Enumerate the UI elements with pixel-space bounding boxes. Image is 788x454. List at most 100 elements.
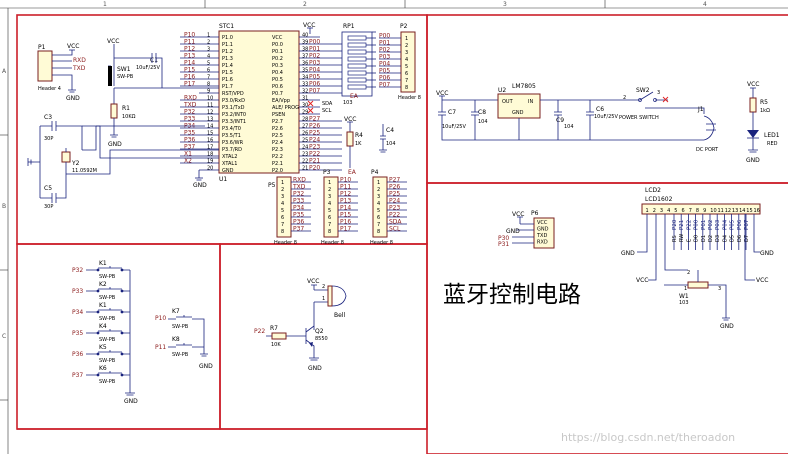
header-pin-net: P36	[293, 219, 304, 226]
lcd-gnd-right: GND	[760, 250, 774, 257]
header-pin-net: P37	[293, 226, 304, 233]
crystal-circuit: C3 30P C5 30P Y2 11.0592M	[27, 114, 219, 210]
header-pin-net: P14	[340, 205, 351, 212]
mcu-pin-number: 16	[207, 138, 213, 144]
lcd-pin-name: D3	[715, 235, 721, 242]
header-pin-net: P22	[389, 212, 400, 219]
led-gnd: GND	[746, 157, 760, 164]
header-pin-number: 7	[405, 78, 408, 84]
header-pin-number: 6	[281, 215, 284, 221]
mcu-scl-net: SCL	[322, 108, 332, 114]
lcd-pin-name: D1	[701, 235, 707, 242]
mcu-pin-name: P0.6	[272, 84, 283, 90]
mcu-pin-number: 2	[207, 40, 210, 46]
lcd-pin-name: D6	[737, 235, 743, 242]
p6-pin-name: GND	[537, 227, 549, 233]
key-type: SW-PB	[99, 295, 116, 301]
u2-gnd: GND	[512, 110, 524, 116]
lcd-pin-number: 1	[646, 208, 649, 214]
lcd-pin-name: D2	[708, 235, 714, 242]
p5-type: Header 8	[274, 240, 297, 246]
ea-circuit: EA VCC R4 1K EA C4 104	[344, 93, 396, 176]
mcu-pin-name: P0.3	[272, 63, 283, 69]
page-title: 蓝牙控制电路	[443, 282, 581, 308]
mcu-pin-number: 14	[207, 124, 213, 130]
lcd-pin-number: 11	[718, 208, 724, 214]
p2-body	[400, 31, 416, 93]
header-pin-net: P10	[340, 177, 351, 184]
lcd-pin-name: RW	[679, 234, 685, 242]
buzzer-circuit: VCC 2 1 Bell P22 R7 10K Q2 8550 GND	[254, 278, 347, 372]
p5-body	[276, 176, 292, 238]
mcu-pin-number: 12	[207, 110, 213, 116]
mcu-pin-name: P2.7	[272, 119, 283, 125]
lcd-pin-number: 10	[710, 208, 716, 214]
lcd-pin-net: P06	[737, 219, 743, 230]
mcu-pin-number: 10	[207, 96, 213, 102]
mcu-gnd-label: GND	[193, 182, 207, 189]
reset-circuit: VCC SW1 SW-PB C1 10uF/25V R1 10KΩ GND	[107, 38, 219, 148]
header-pin-number: 5	[405, 64, 408, 70]
mcu-pin-number: 17	[207, 145, 213, 151]
lcd-pin-net: P05	[730, 219, 736, 230]
mcu-pin-number: 26	[302, 131, 308, 137]
header-pin-net: P02	[379, 47, 390, 54]
mcu-name: STC1	[219, 23, 234, 30]
sw2-pin2: 2	[623, 95, 626, 101]
mcu-pin-name: XTAL1	[222, 161, 237, 167]
key-type: SW-PB	[99, 316, 116, 322]
r4-vcc: VCC	[344, 116, 356, 123]
mcu-pin-net: RXD	[184, 95, 197, 102]
header-pin-net: P32	[293, 191, 304, 198]
lcd-vcc-right: VCC	[756, 277, 768, 284]
header-pin-number: 5	[281, 208, 284, 214]
mcu-pin-number: 37	[302, 54, 308, 60]
k8-ref: K8	[172, 336, 180, 343]
header-pin-number: 2	[405, 43, 408, 49]
lcd-pin-number: 6	[682, 208, 685, 214]
mcu-pin-name: P3.7/RD	[222, 147, 242, 153]
header-pin-number: 7	[281, 222, 284, 228]
mcu-pin-number: 39	[302, 40, 308, 46]
mcu-pin-net: P37	[184, 144, 195, 151]
u2-out: OUT	[502, 99, 514, 105]
p1-rxd: RXD	[73, 57, 86, 64]
ruler-col-1: 1	[103, 1, 107, 8]
mcu-pin-number: 31	[302, 96, 308, 102]
ruler-col-4: 4	[703, 1, 707, 8]
mcu-pin-number: 6	[207, 68, 210, 74]
mcu-left-pins: P1.01P10P1.12P11P1.23P12P1.34P13P1.45P14…	[180, 32, 246, 174]
w1-body	[687, 281, 709, 289]
header-pin-net: P23	[389, 205, 400, 212]
lcd2-ref: LCD2	[645, 187, 661, 194]
header-pin-number: 8	[405, 85, 408, 91]
header-pin-number: 7	[328, 222, 331, 228]
mcu-pin-number: 11	[207, 103, 213, 109]
header-pin-number: 1	[281, 180, 284, 186]
p1-ref: P1	[38, 44, 46, 51]
bell-body	[327, 285, 333, 307]
p6-vcc: VCC	[512, 211, 524, 218]
mcu-pin-number: 23	[302, 152, 308, 158]
key-type: SW-PB	[99, 358, 116, 364]
c3-ref: C3	[44, 114, 52, 121]
p4-ref: P4	[371, 169, 379, 176]
w1-pin1: 1	[684, 286, 687, 292]
mcu-sda-net: SDA	[322, 101, 333, 107]
led1-color: RED	[767, 141, 778, 147]
power-supply: VCC C7 10uF/25V C8 104 U2 LM7805 OUT IN …	[436, 81, 780, 164]
mcu-pin-number: 34	[302, 75, 308, 81]
mcu-pin-number: 25	[302, 138, 308, 144]
r5-body	[749, 97, 757, 113]
mcu-pin-number: 19	[207, 159, 213, 165]
mcu-pin-name: P1.0	[222, 35, 233, 41]
ruler-row-a: A	[2, 68, 7, 75]
lcd-pin-net: P03	[715, 219, 721, 230]
led-vcc: VCC	[747, 81, 759, 88]
w1-ref: W1	[679, 293, 689, 300]
mcu-pin-name: P0.4	[272, 70, 283, 76]
lcd-gnd: GND	[621, 250, 635, 257]
r7-body	[271, 332, 287, 340]
mcu-pin-net: TXD	[183, 102, 197, 109]
